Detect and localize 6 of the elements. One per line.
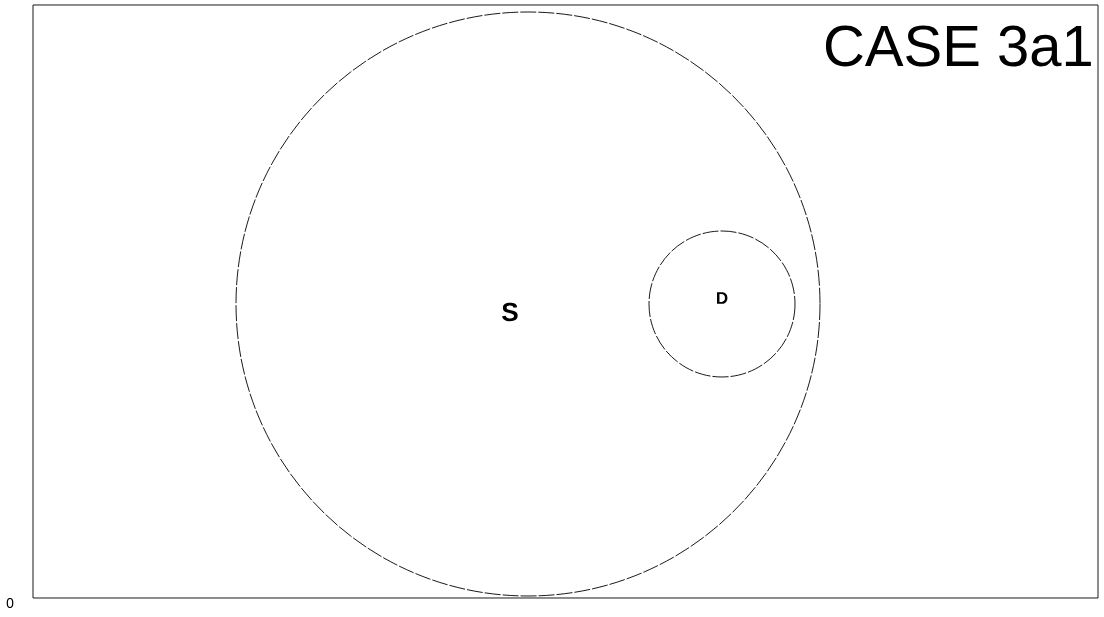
axis-label: 0: [6, 598, 14, 608]
title: CASE 3a1: [825, 25, 1091, 67]
circle: [648, 230, 796, 378]
circle-label: D: [717, 292, 728, 304]
circle: [235, 11, 821, 597]
circle-label: S: [502, 302, 518, 322]
